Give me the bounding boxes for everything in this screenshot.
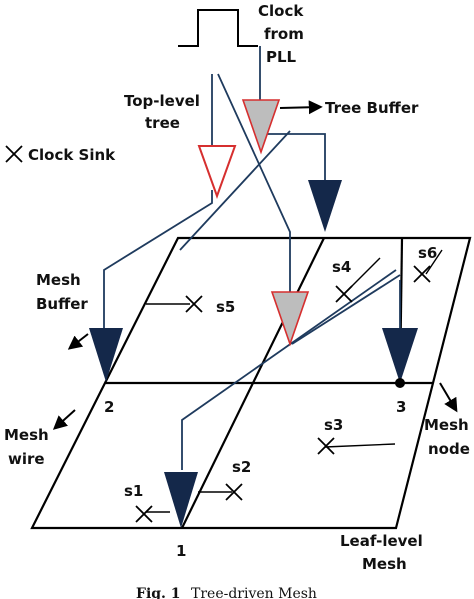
mesh-buffer-arrow	[67, 333, 89, 350]
label-mesh-buffer-2: Buffer	[36, 295, 88, 313]
clock-waveform	[178, 9, 258, 47]
mesh-node-arrow	[439, 382, 458, 413]
label-top-level: Top-level	[124, 92, 200, 110]
label-pll: PLL	[266, 48, 297, 66]
sink-label-s1: s1	[124, 482, 143, 500]
clock-sink-marks	[135, 265, 431, 523]
figure-caption: Fig. 1 Tree-driven Mesh	[136, 586, 317, 599]
label-mesh-buffer-1: Mesh	[36, 271, 81, 289]
top-level-tree-buffer	[197, 145, 237, 199]
label-mesh-node-1: Mesh	[424, 416, 469, 434]
label-mesh: Mesh	[362, 555, 407, 573]
sink-s6-icon	[413, 265, 431, 283]
clock-tree-wires	[103, 46, 401, 470]
mesh-wire-arrow	[52, 409, 76, 430]
tree-buffer-top	[241, 99, 281, 155]
sink-connection-lines	[146, 249, 443, 513]
mesh-buffer-right	[382, 328, 418, 383]
sink-s2-icon	[225, 483, 243, 501]
node-label-1: 1	[176, 542, 186, 560]
label-clock: Clock	[258, 2, 304, 20]
mesh-buffer-bottom	[164, 472, 198, 528]
sink-s3-icon	[317, 437, 335, 455]
node-label-2: 2	[104, 398, 114, 416]
sink-label-s5: s5	[216, 298, 235, 316]
node-label-3: 3	[396, 398, 406, 416]
sink-s1-icon	[135, 505, 153, 523]
sink-s4-icon	[335, 285, 353, 303]
sink-s5-icon	[185, 295, 203, 313]
label-from: from	[264, 25, 304, 43]
tree-buffer-arrow	[279, 100, 323, 115]
sink-label-s2: s2	[232, 458, 251, 476]
sink-label-s3: s3	[324, 416, 343, 434]
mesh-node-dot	[395, 378, 405, 388]
label-mesh-node-2: node	[428, 440, 470, 458]
label-tree-buffer: Tree Buffer	[325, 99, 419, 117]
clock-sink-legend-icon	[5, 145, 23, 163]
mesh-diagonal-line-center	[181, 237, 325, 529]
sink-label-s4: s4	[332, 258, 351, 276]
mesh-buffer-top	[308, 180, 342, 232]
label-leaf-level: Leaf-level	[340, 532, 423, 550]
label-mesh-wire-2: wire	[8, 450, 45, 468]
sink-label-s6: s6	[418, 244, 437, 262]
label-tree: tree	[145, 114, 180, 132]
caption-text: Tree-driven Mesh	[191, 586, 317, 599]
mesh-buffer-left	[89, 328, 123, 382]
tree-buffer-middle	[270, 291, 310, 347]
label-clock-sink: Clock Sink	[28, 146, 116, 164]
label-mesh-wire-1: Mesh	[4, 426, 49, 444]
caption-prefix: Fig. 1	[136, 586, 181, 599]
